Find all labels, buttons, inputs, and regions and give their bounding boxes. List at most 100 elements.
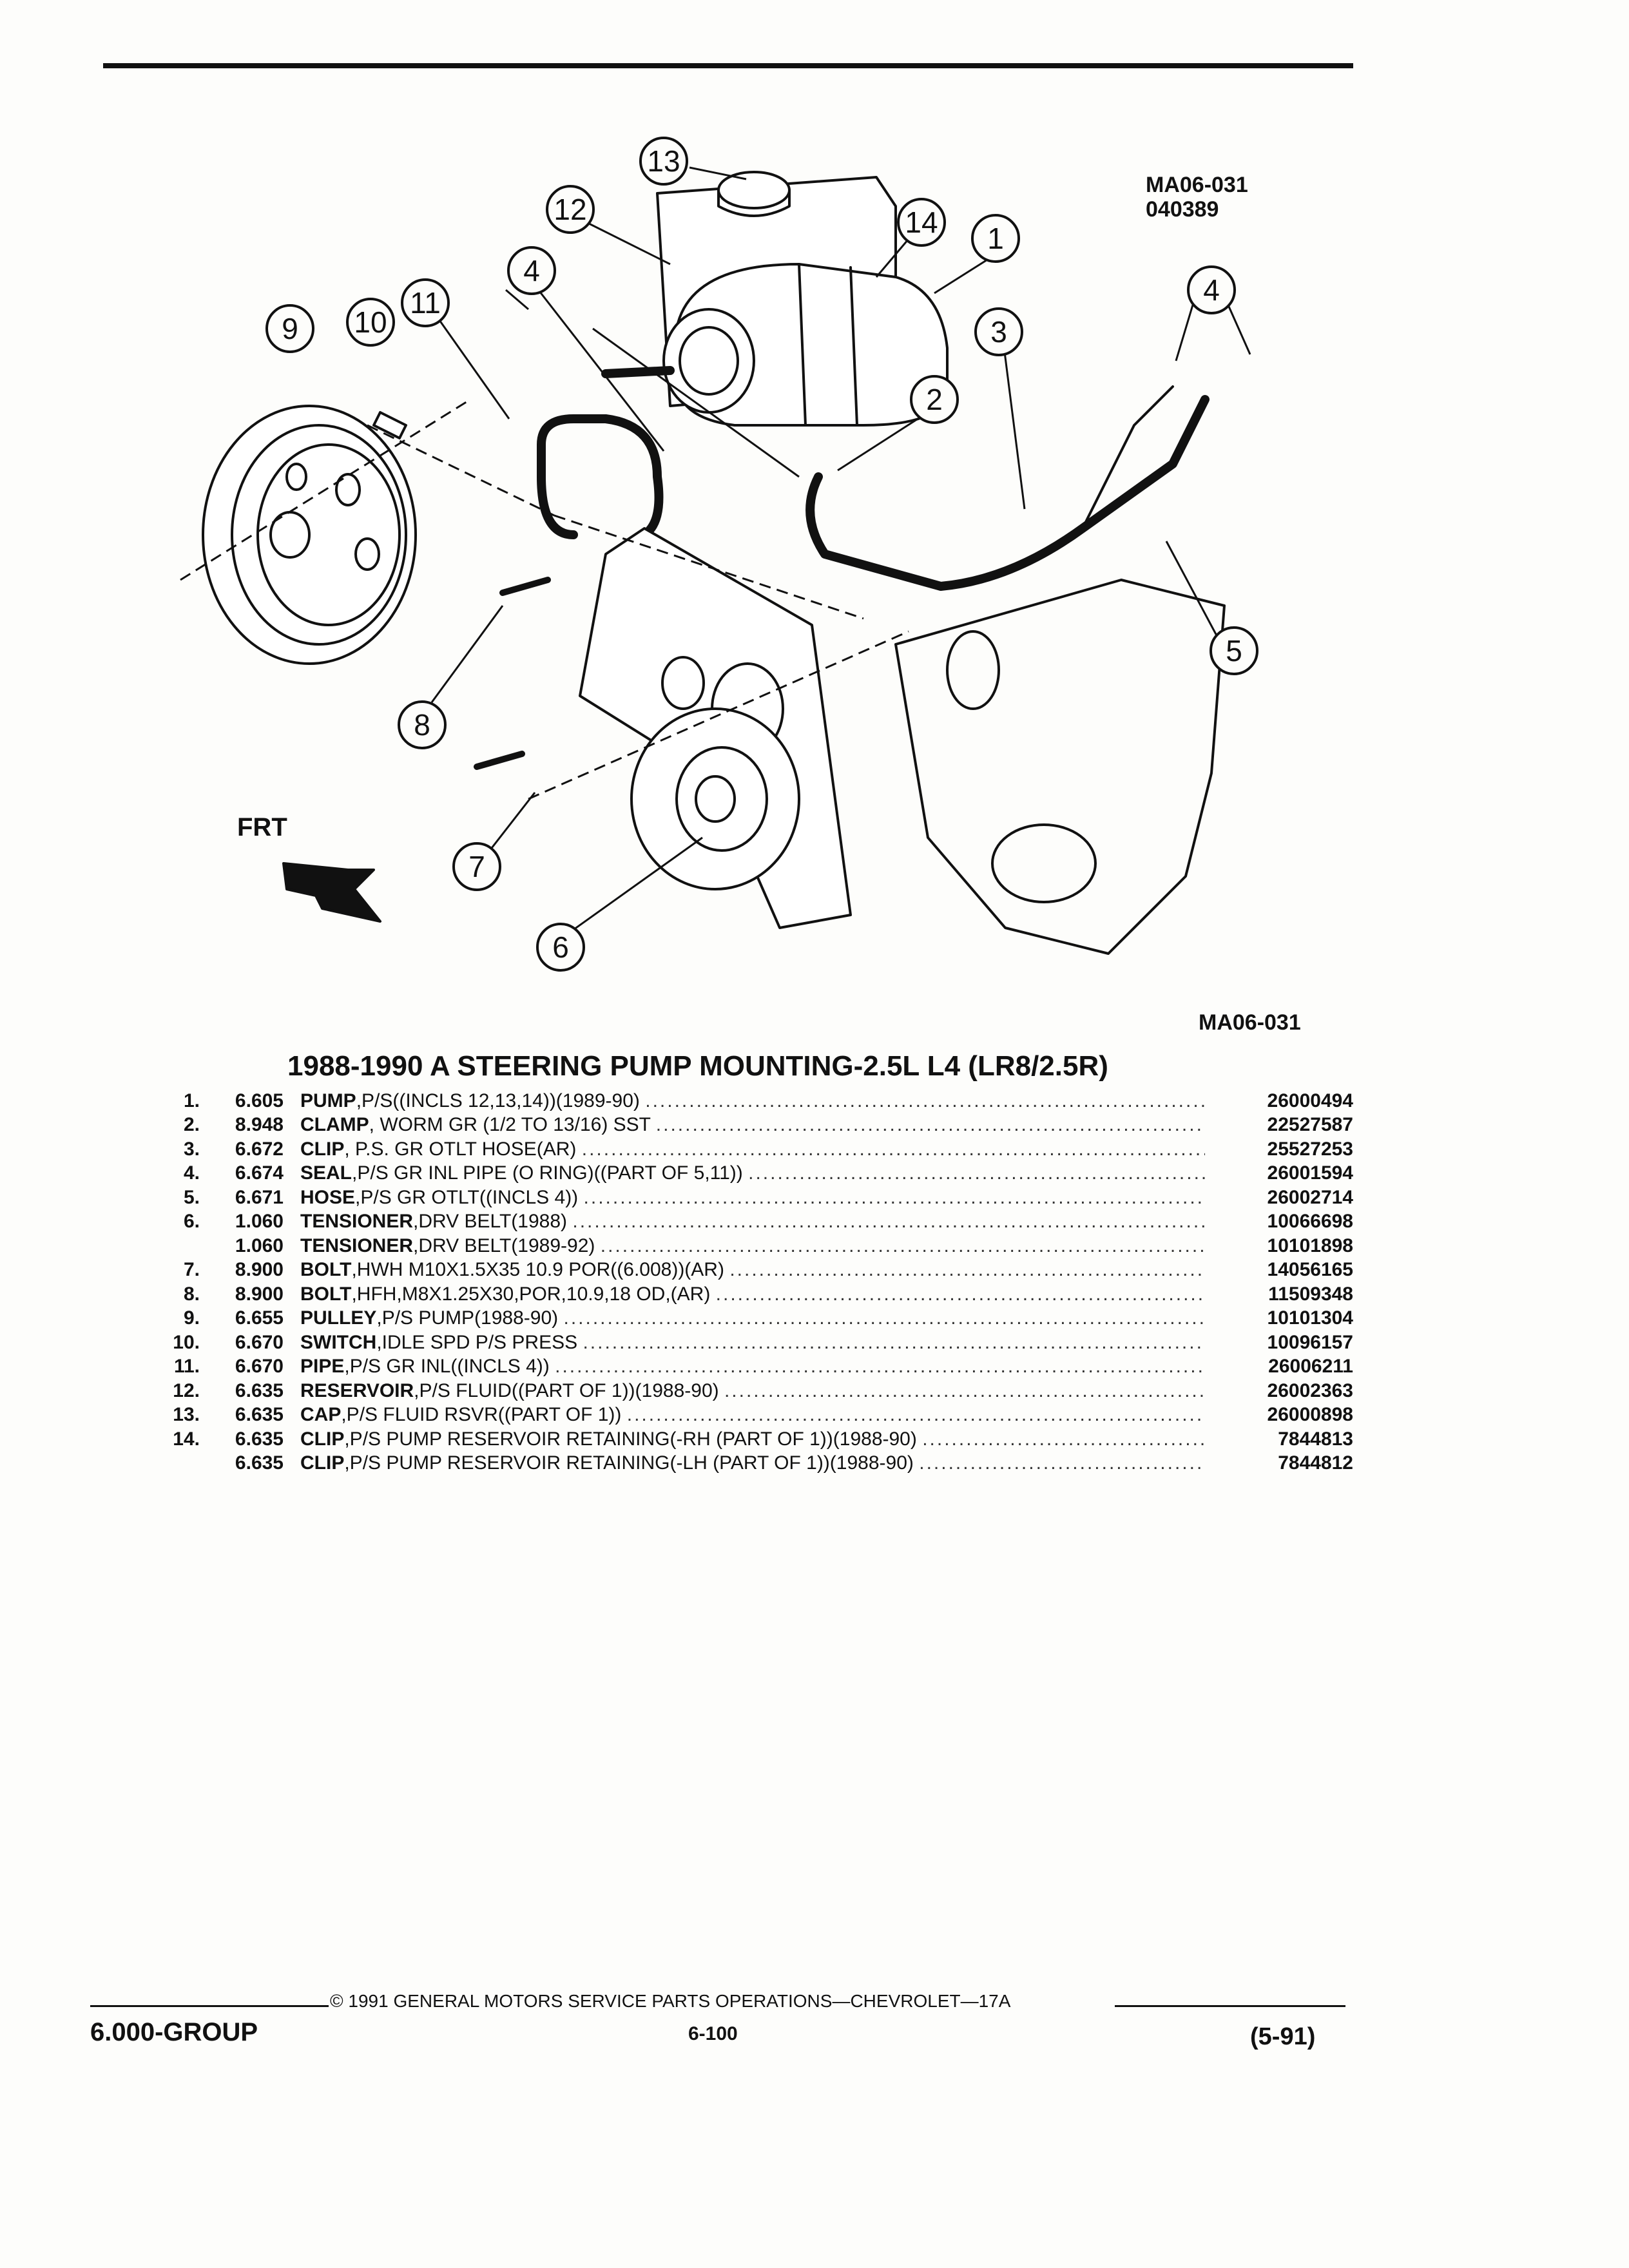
callout-13: 13 (639, 137, 688, 186)
group-number: 6.670 (235, 1356, 284, 1378)
leader-dots: ........................................… (655, 1114, 1205, 1136)
part-detail: ,IDLE SPD P/S PRESS (376, 1331, 578, 1353)
leader-dots: ........................................… (626, 1404, 1205, 1426)
part-detail: , P.S. GR OTLT HOSE(AR) (344, 1138, 577, 1160)
group-number: 1.060 (235, 1235, 284, 1256)
part-detail: ,P/S((INCLS 12,13,14))(1989-90) (356, 1090, 640, 1111)
part-description: CLIP, P.S. GR OTLT HOSE(AR) ............… (300, 1139, 1205, 1160)
part-description: CLIP,P/S PUMP RESERVOIR RETAINING(-LH (P… (300, 1452, 1205, 1474)
frt-label: FRT (237, 813, 287, 841)
part-detail: ,DRV BELT(1989-92) (413, 1235, 595, 1256)
callout-8: 8 (398, 700, 447, 749)
page-title: 1988-1990 A STEERING PUMP MOUNTING-2.5L … (287, 1050, 1108, 1082)
group-number: 6.671 (235, 1186, 284, 1208)
parts-row: 12. 6.635 RESERVOIR,P/S FLUID((PART OF 1))… (155, 1379, 1353, 1403)
leader-dots: ........................................… (572, 1211, 1205, 1233)
part-description: CLIP,P/S PUMP RESERVOIR RETAINING(-RH (P… (300, 1428, 1205, 1450)
callout-3: 3 (974, 307, 1023, 356)
group-number: 6.635 (235, 1452, 284, 1474)
part-number: 26000898 (1267, 1404, 1353, 1426)
group-number: 1.060 (235, 1211, 284, 1233)
callout-7: 7 (452, 842, 501, 891)
leader-dots: ........................................… (581, 1138, 1205, 1160)
group-number: 8.900 (235, 1259, 284, 1281)
item-number: 9. (183, 1307, 200, 1329)
svg-text:4: 4 (523, 254, 540, 287)
group-label: 6.000-GROUP (90, 2018, 258, 2046)
part-detail: ,P/S GR INL PIPE (O RING)((PART OF 5,11)… (352, 1162, 743, 1184)
item-number: 12. (173, 1379, 200, 1401)
parts-row: 5. 6.671 HOSE,P/S GR OTLT((INCLS 4)) .....… (155, 1186, 1353, 1210)
part-name: RESERVOIR (300, 1379, 414, 1401)
part-name: TENSIONER (300, 1235, 414, 1256)
leader-dots: ........................................… (583, 1186, 1205, 1208)
item-number: 5. (183, 1186, 200, 1208)
group-number: 6.635 (235, 1379, 284, 1401)
item-number: 10. (173, 1331, 200, 1353)
switch-drawing (372, 411, 407, 439)
item-number: 8. (183, 1283, 200, 1305)
part-description: TENSIONER,DRV BELT(1989-92) ............… (300, 1235, 1205, 1257)
callout-11: 11 (401, 278, 450, 327)
item-number: 3. (183, 1138, 200, 1160)
group-number: 6.635 (235, 1428, 284, 1450)
outlet-hose-drawing (805, 395, 1210, 591)
svg-text:3: 3 (990, 315, 1007, 349)
svg-text:10: 10 (354, 305, 387, 339)
svg-text:2: 2 (926, 383, 943, 416)
svg-text:14: 14 (905, 206, 938, 239)
item-number: 2. (183, 1114, 200, 1136)
leader-dots: ........................................… (748, 1162, 1205, 1184)
part-detail: ,P/S GR INL((INCLS 4)) (344, 1356, 550, 1378)
parts-row: 14. 6.635 CLIP,P/S PUMP RESERVOIR RETAININ… (155, 1427, 1353, 1452)
part-number: 25527253 (1267, 1138, 1353, 1160)
callout-10: 10 (346, 298, 395, 347)
leader-dots: ........................................… (715, 1283, 1205, 1305)
bolt-drawing (474, 577, 551, 770)
leader-dots: ........................................… (922, 1428, 1205, 1450)
callout-12: 12 (546, 185, 595, 234)
leader-dots: ........................................… (555, 1356, 1205, 1378)
copyright-line: © 1991 GENERAL MOTORS SERVICE PARTS OPER… (330, 1991, 1011, 2011)
part-description: PIPE,P/S GR INL((INCLS 4)) .............… (300, 1356, 1205, 1378)
part-description: PUMP,P/S((INCLS 12,13,14))(1989-90) ....… (300, 1090, 1205, 1112)
part-description: HOSE,P/S GR OTLT((INCLS 4)) ............… (300, 1187, 1205, 1209)
part-name: PULLEY (300, 1307, 377, 1329)
part-number: 10101898 (1267, 1235, 1353, 1256)
item-number: 13. (173, 1404, 200, 1426)
part-number: 26006211 (1268, 1356, 1353, 1378)
part-description: RESERVOIR,P/S FLUID((PART OF 1))(1988-90… (300, 1380, 1205, 1402)
part-detail: ,P/S FLUID((PART OF 1))(1988-90) (414, 1379, 719, 1401)
part-detail: ,P/S PUMP RESERVOIR RETAINING(-LH (PART … (344, 1452, 914, 1474)
part-description: SEAL,P/S GR INL PIPE (O RING)((PART OF 5… (300, 1162, 1205, 1184)
svg-text:8: 8 (414, 708, 430, 742)
group-number: 6.670 (235, 1331, 284, 1353)
part-detail: ,HWH M10X1.5X35 10.9 POR((6.008))(AR) (351, 1259, 724, 1281)
svg-text:7: 7 (468, 850, 485, 883)
leader-dots: ........................................… (563, 1307, 1205, 1329)
part-detail: ,P/S PUMP(1988-90) (376, 1307, 559, 1329)
diagram-id: MA06-031 040389 (1146, 173, 1248, 222)
parts-row: 1.060 TENSIONER,DRV BELT(1989-92) .......… (155, 1234, 1353, 1258)
leader-dots: ........................................… (724, 1379, 1205, 1401)
group-number: 6.672 (235, 1138, 284, 1160)
part-name: CLIP (300, 1428, 345, 1450)
part-name: PUMP (300, 1090, 356, 1111)
parts-row: 6.635 CLIP,P/S PUMP RESERVOIR RETAINING(-… (155, 1452, 1353, 1476)
part-number: 26001594 (1267, 1162, 1353, 1184)
part-name: CLIP (300, 1138, 345, 1160)
callout-2: 2 (910, 375, 959, 424)
engine-block-drawing (894, 579, 1226, 955)
leader-dots: ........................................… (645, 1090, 1205, 1111)
group-number: 6.674 (235, 1162, 284, 1184)
leader-dots: ........................................… (583, 1331, 1205, 1353)
item-number: 14. (173, 1428, 200, 1450)
revision-date: (5-91) (1250, 2023, 1316, 2050)
svg-text:13: 13 (647, 144, 680, 178)
part-number: 7844813 (1278, 1428, 1353, 1450)
group-number: 8.948 (235, 1114, 284, 1136)
